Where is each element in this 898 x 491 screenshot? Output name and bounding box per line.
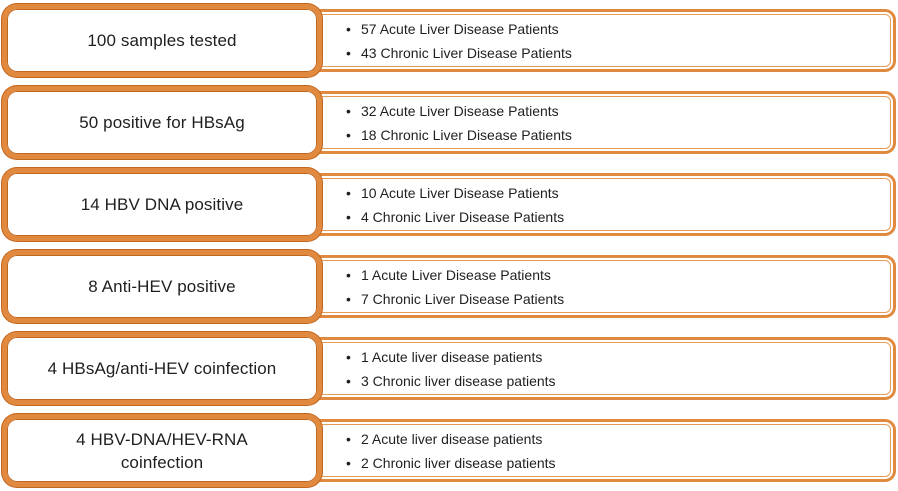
bullet-icon: • [346,266,351,283]
patient-count-item: • 7 Chronic Liver Disease Patients [346,287,883,311]
category-box: 100 samples tested [2,4,322,77]
patient-count-text: 1 Acute Liver Disease Patients [361,266,551,283]
patient-count-item: • 43 Chronic Liver Disease Patients [346,41,883,65]
category-box: 4 HBsAg/anti-HEV coinfection [2,332,322,405]
category-box: 14 HBV DNA positive [2,168,322,241]
bullet-icon: • [346,430,351,447]
patient-count-item: • 18 Chronic Liver Disease Patients [346,123,883,147]
bullet-icon: • [346,102,351,119]
category-label: 8 Anti-HEV positive [88,275,235,298]
category-label-line: 100 samples tested [87,31,237,50]
patient-count-item: • 10 Acute Liver Disease Patients [346,181,883,205]
patient-breakdown-box: • 57 Acute Liver Disease Patients • 43 Chro… [299,9,896,72]
category-box: 50 positive for HBsAg [2,86,322,159]
category-label: 100 samples tested [87,29,236,52]
patient-breakdown-list: • 57 Acute Liver Disease Patients • 43 Chro… [302,12,893,69]
category-label: 4 HBsAg/anti-HEV coinfection [48,357,277,380]
patient-count-text: 18 Chronic Liver Disease Patients [361,126,572,143]
patient-count-text: 1 Acute liver disease patients [361,348,543,365]
patient-count-item: • 4 Chronic Liver Disease Patients [346,205,883,229]
category-label-line: 8 Anti-HEV positive [88,277,236,296]
bullet-icon: • [346,348,351,365]
patient-count-item: • 1 Acute liver disease patients [346,345,883,369]
bullet-icon: • [346,454,351,471]
category-box: 8 Anti-HEV positive [2,250,322,323]
patient-count-item: • 1 Acute Liver Disease Patients [346,263,883,287]
patient-count-text: 10 Acute Liver Disease Patients [361,184,559,201]
bullet-icon: • [346,44,351,61]
patient-count-item: • 2 Acute liver disease patients [346,427,883,451]
bullet-icon: • [346,208,351,225]
category-label: 14 HBV DNA positive [81,193,244,216]
category-label-line: 14 HBV DNA positive [80,195,244,214]
bullet-icon: • [346,372,351,389]
patient-count-item: • 2 Chronic liver disease patients [346,451,883,475]
category-label: 4 HBV-DNA/HEV-RNA coinfection [76,428,248,474]
patient-breakdown-list: • 2 Acute liver disease patients • 2 Chroni… [302,422,893,479]
patient-count-text: 7 Chronic Liver Disease Patients [361,290,565,307]
patient-count-text: 4 Chronic Liver Disease Patients [361,208,565,225]
category-label: 50 positive for HBsAg [79,111,245,134]
patient-breakdown-list: • 1 Acute Liver Disease Patients • 7 Chroni… [302,258,893,315]
patient-breakdown-list: • 32 Acute Liver Disease Patients • 18 Chro… [302,94,893,151]
category-label-line: 4 HBsAg/anti-HEV coinfection [47,359,277,378]
patient-count-item: • 57 Acute Liver Disease Patients [346,17,883,41]
category-label-line: 4 HBV-DNA/HEV-RNA [76,429,248,449]
patient-breakdown-list: • 10 Acute Liver Disease Patients • 4 Chron… [302,176,893,233]
patient-count-item: • 3 Chronic liver disease patients [346,369,883,393]
patient-breakdown-box: • 2 Acute liver disease patients • 2 Chroni… [299,419,896,482]
patient-count-item: • 32 Acute Liver Disease Patients [346,99,883,123]
patient-count-text: 2 Chronic liver disease patients [361,454,556,471]
patient-breakdown-box: • 10 Acute Liver Disease Patients • 4 Chron… [299,173,896,236]
patient-count-text: 3 Chronic liver disease patients [361,372,556,389]
bullet-icon: • [346,20,351,37]
patient-breakdown-list: • 1 Acute liver disease patients • 3 Chroni… [302,340,893,397]
patient-breakdown-box: • 1 Acute Liver Disease Patients • 7 Chroni… [299,255,896,318]
bullet-icon: • [346,126,351,143]
patient-count-text: 2 Acute liver disease patients [361,430,543,447]
bullet-icon: • [346,290,351,307]
bullet-icon: • [346,184,351,201]
patient-breakdown-box: • 32 Acute Liver Disease Patients • 18 Chro… [299,91,896,154]
patient-count-text: 43 Chronic Liver Disease Patients [361,44,572,61]
patient-breakdown-box: • 1 Acute liver disease patients • 3 Chroni… [299,337,896,400]
category-label-line: coinfection [120,452,204,472]
patient-count-text: 57 Acute Liver Disease Patients [361,20,559,37]
category-box: 4 HBV-DNA/HEV-RNA coinfection [2,414,322,487]
category-label-line: 50 positive for HBsAg [79,113,245,132]
patient-count-text: 32 Acute Liver Disease Patients [361,102,559,119]
